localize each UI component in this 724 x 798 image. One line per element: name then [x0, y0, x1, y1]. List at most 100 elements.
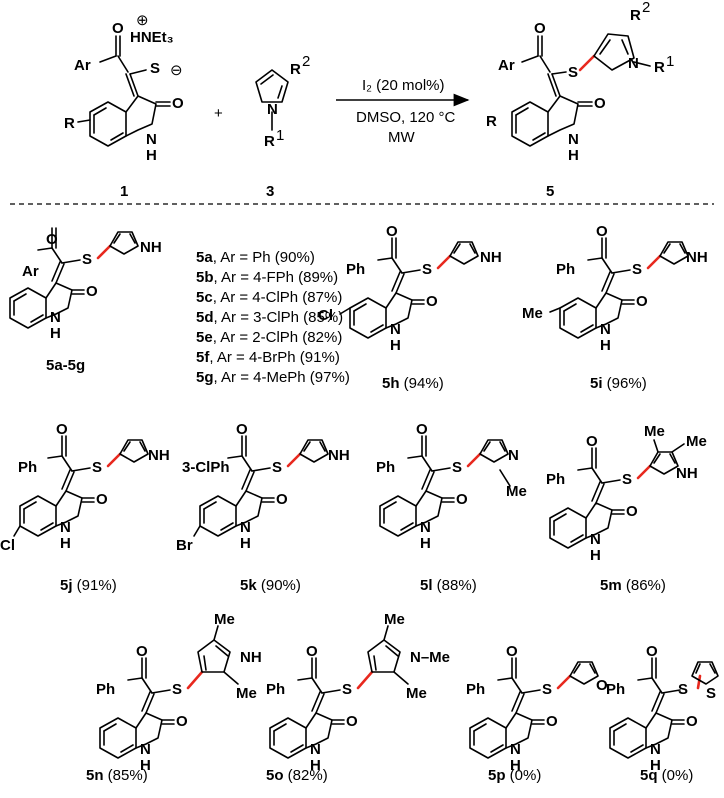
- atom-ph: Ph: [18, 459, 37, 476]
- atom-s: S: [678, 681, 688, 698]
- atom-s: S: [150, 60, 160, 77]
- atom-nh: NH: [480, 249, 502, 266]
- reactant-3: R 2 N R 1 3: [255, 53, 310, 200]
- atom-s: S: [622, 471, 632, 488]
- condition-catalyst: I₂ (20 mol%): [362, 77, 445, 94]
- compound-5q: O Ph S S O N H 5q (0%): [606, 643, 719, 784]
- compound-label: 5i (96%): [590, 375, 647, 392]
- atom-o: O: [96, 491, 108, 508]
- atom-h: H: [140, 757, 151, 774]
- atom-me: Me: [506, 483, 527, 500]
- atom-n: N: [590, 531, 601, 548]
- atom-o: O: [386, 223, 398, 240]
- sup-2: 2: [642, 0, 650, 16]
- atom-r: R: [486, 113, 497, 130]
- atom-o: O: [346, 713, 358, 730]
- sup-1: 1: [276, 127, 284, 144]
- atom-n: N: [628, 55, 639, 72]
- atom-o: O: [416, 421, 428, 438]
- sup-2: 2: [302, 53, 310, 70]
- atom-n: N: [650, 741, 661, 758]
- atom-n: N: [60, 519, 71, 536]
- atom-nh: NH: [686, 249, 708, 266]
- atom-r2: R: [630, 7, 641, 24]
- atom-r: R: [64, 115, 75, 132]
- atom-ph: Ph: [546, 471, 565, 488]
- atom-o: O: [594, 95, 606, 112]
- atom-ph: Ph: [606, 681, 625, 698]
- atom-me: Me: [686, 433, 707, 450]
- atom-h: H: [510, 757, 521, 774]
- atom-r1: R: [654, 59, 665, 76]
- atom-o: O: [86, 283, 98, 300]
- atom-s: S: [272, 459, 282, 476]
- atom-me: Me: [236, 685, 257, 702]
- atom-n: N: [240, 519, 251, 536]
- atom-h: H: [568, 147, 579, 164]
- compound-5-label: 5: [546, 183, 554, 200]
- compound-label: 5j (91%): [60, 577, 117, 594]
- atom-nh: NH: [328, 447, 350, 464]
- atom-3-clph: 3-ClPh: [182, 459, 230, 476]
- series-list: 5a, Ar = Ph (90%) 5b, Ar = 4-FPh (89%) 5…: [196, 249, 350, 386]
- atom-o: O: [426, 293, 438, 310]
- series-entry: 5c, Ar = 4-ClPh (87%): [196, 289, 342, 306]
- atom-me: Me: [406, 685, 427, 702]
- atom-o: O: [686, 713, 698, 730]
- compound-label: 5h (94%): [382, 375, 444, 392]
- series-entry: 5d, Ar = 3-ClPh (85%): [196, 309, 343, 326]
- cation-label: HNEt₃: [130, 29, 174, 46]
- compound-5l: O Ph S N Me O N H 5l (88%): [376, 421, 527, 594]
- atom-o: O: [596, 223, 608, 240]
- anion-charge: ⊖: [170, 62, 183, 79]
- atom-br: Br: [176, 537, 193, 554]
- plus-sign: +: [214, 105, 223, 122]
- series-entry: 5b, Ar = 4-FPh (89%): [196, 269, 338, 286]
- atom-n: N: [508, 447, 519, 464]
- atom-h: H: [60, 535, 71, 552]
- compound-3-label: 3: [266, 183, 274, 200]
- condition-mw: MW: [388, 129, 415, 146]
- atom-ar: Ar: [74, 57, 91, 74]
- atom-o: O: [534, 20, 546, 37]
- atom-o: O: [56, 421, 68, 438]
- atom-n: N: [310, 741, 321, 758]
- atom-h: H: [650, 757, 661, 774]
- compound-5i: O Ph S NH O N H Me 5i (96%): [522, 223, 708, 392]
- product-5: O Ar S O N H R N R 1 R 2 5: [486, 0, 674, 200]
- series-entry: 5f, Ar = 4-BrPh (91%): [196, 349, 340, 366]
- series-entry: 5e, Ar = 2-ClPh (82%): [196, 329, 342, 346]
- atom-s: S: [452, 459, 462, 476]
- compound-label: 5q (0%): [640, 767, 693, 784]
- atom-nh: NH: [148, 447, 170, 464]
- atom-o: O: [636, 293, 648, 310]
- atom-s: S: [422, 261, 432, 278]
- atom-me: Me: [522, 305, 543, 322]
- atom-s: S: [92, 459, 102, 476]
- sup-1: 1: [666, 53, 674, 70]
- atom-o: O: [626, 503, 638, 520]
- atom-o: O: [646, 643, 658, 660]
- atom-ar: Ar: [22, 263, 39, 280]
- atom-nh: NH: [676, 465, 698, 482]
- atom-cl: Cl: [318, 307, 333, 324]
- atom-nh: NH: [140, 239, 162, 256]
- atom-ph: Ph: [556, 261, 575, 278]
- compound-5o: Me N–Me Me O Ph S O N H 5o (82%): [266, 611, 450, 784]
- atom-nh: NH: [240, 649, 262, 666]
- atom-ph: Ph: [376, 459, 395, 476]
- atom-h: H: [420, 535, 431, 552]
- compound-label: 5p (0%): [488, 767, 541, 784]
- compound-5j: O Ph S NH O N H Cl 5j (91%): [0, 421, 170, 594]
- atom-o: O: [112, 20, 124, 37]
- atom-n: N: [390, 321, 401, 338]
- atom-s: S: [632, 261, 642, 278]
- atom-s: S: [542, 681, 552, 698]
- reaction-arrow: I₂ (20 mol%) DMSO, 120 °C MW: [336, 77, 470, 146]
- atom-n: N: [140, 741, 151, 758]
- atom-o: O: [136, 643, 148, 660]
- atom-h: H: [146, 147, 157, 164]
- atom-n: N: [568, 131, 579, 148]
- atom-ph: Ph: [96, 681, 115, 698]
